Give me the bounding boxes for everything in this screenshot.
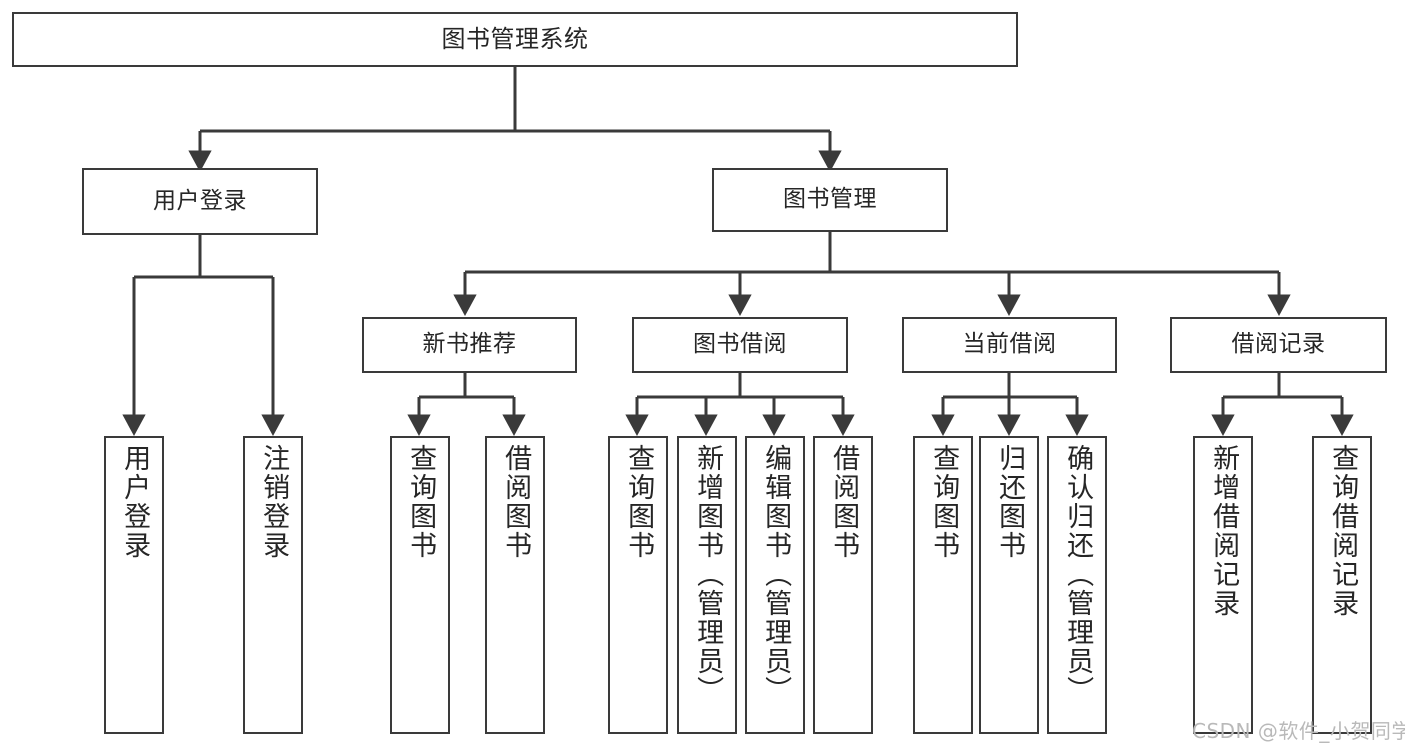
node-leaf-add-book[interactable]: 新增图书（管理员）: [677, 436, 737, 734]
node-current-borrow-label: 当前借阅: [962, 331, 1057, 358]
node-leaf-query-book-2[interactable]: 查询图书: [608, 436, 668, 734]
node-leaf-query-record-label: 查询借阅记录: [1327, 444, 1359, 618]
node-leaf-query-book-1-label: 查询图书: [405, 444, 437, 560]
node-leaf-borrow-book-2-label: 借阅图书: [828, 444, 860, 560]
node-leaf-borrow-book-1-label: 借阅图书: [500, 444, 532, 560]
node-leaf-return-book-label: 归还图书: [994, 444, 1026, 560]
node-user-login-label: 用户登录: [153, 187, 247, 214]
node-leaf-edit-book[interactable]: 编辑图书（管理员）: [745, 436, 805, 734]
node-book-borrow[interactable]: 图书借阅: [632, 317, 848, 373]
node-leaf-query-book-1[interactable]: 查询图书: [390, 436, 450, 734]
node-current-borrow[interactable]: 当前借阅: [902, 317, 1117, 373]
csdn-watermark: CSDN @软件_小贺同学: [1192, 719, 1405, 743]
node-leaf-query-book-2-label: 查询图书: [623, 444, 655, 560]
node-leaf-borrow-book-2[interactable]: 借阅图书: [813, 436, 873, 734]
node-leaf-query-book-3-label: 查询图书: [928, 444, 960, 560]
node-leaf-add-record[interactable]: 新增借阅记录: [1193, 436, 1253, 734]
node-borrow-record-label: 借阅记录: [1231, 331, 1326, 358]
node-leaf-add-book-label: 新增图书（管理员）: [692, 444, 724, 705]
node-book-management-label: 图书管理: [783, 186, 877, 213]
node-book-management[interactable]: 图书管理: [712, 168, 948, 232]
node-leaf-confirm-return[interactable]: 确认归还（管理员）: [1047, 436, 1107, 734]
node-leaf-query-record[interactable]: 查询借阅记录: [1312, 436, 1372, 734]
node-root-system-label: 图书管理系统: [441, 25, 589, 54]
node-leaf-confirm-return-label: 确认归还（管理员）: [1062, 444, 1094, 705]
node-root-system[interactable]: 图书管理系统: [12, 12, 1018, 67]
node-new-book-recommend-label: 新书推荐: [422, 331, 517, 358]
node-leaf-logout[interactable]: 注销登录: [243, 436, 303, 734]
node-leaf-add-record-label: 新增借阅记录: [1208, 444, 1240, 618]
node-leaf-edit-book-label: 编辑图书（管理员）: [760, 444, 792, 705]
node-leaf-logout-label: 注销登录: [258, 444, 290, 560]
node-leaf-user-login-label: 用户登录: [119, 444, 151, 560]
node-user-login[interactable]: 用户登录: [82, 168, 318, 235]
node-leaf-return-book[interactable]: 归还图书: [979, 436, 1039, 734]
node-leaf-query-book-3[interactable]: 查询图书: [913, 436, 973, 734]
node-new-book-recommend[interactable]: 新书推荐: [362, 317, 577, 373]
node-leaf-borrow-book-1[interactable]: 借阅图书: [485, 436, 545, 734]
node-leaf-user-login[interactable]: 用户登录: [104, 436, 164, 734]
node-book-borrow-label: 图书借阅: [693, 331, 787, 358]
node-borrow-record[interactable]: 借阅记录: [1170, 317, 1387, 373]
